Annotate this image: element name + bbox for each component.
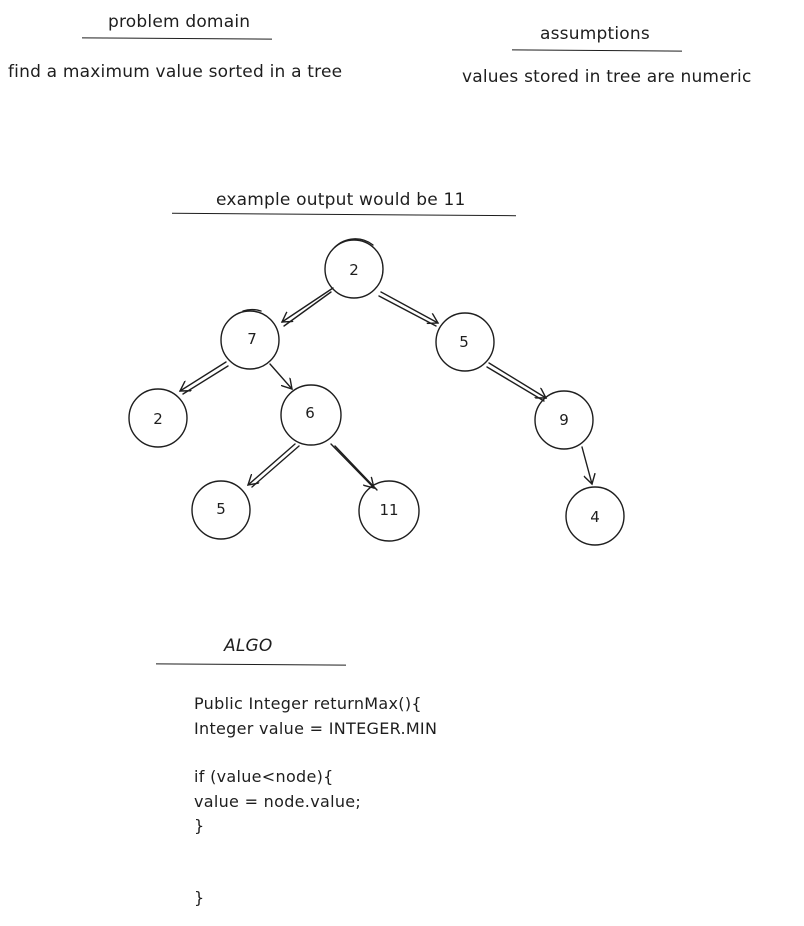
tree-node-6-circle (280, 384, 342, 446)
edge-6-5 (248, 443, 300, 488)
heading-problem-domain: problem domain (108, 12, 251, 32)
tree-node-7: 7 (247, 330, 257, 348)
tree-node-5b: 5 (216, 500, 226, 518)
tree-node-5b-circle (191, 480, 251, 540)
code-line-4: value = node.value; (194, 792, 362, 811)
code-line-3: if (value<node){ (194, 767, 334, 786)
problem-description: find a maximum value sorted in a tree (8, 62, 343, 82)
heading-example: example output would be 11 (216, 190, 466, 210)
edge-7-2 (180, 361, 229, 395)
edge-9-4 (581, 446, 592, 484)
edge-7-6 (269, 363, 292, 389)
heading-assumptions: assumptions (540, 24, 650, 44)
edge-5-9 (486, 362, 546, 402)
tree-node-2-circle (128, 388, 188, 448)
tree-node-5a-circle (435, 312, 495, 372)
assumption-description: values stored in tree are numeric (462, 67, 752, 87)
tree-node-root-circle (324, 239, 384, 299)
tree-node-5a: 5 (459, 333, 469, 351)
heading-algo: ALGO (224, 636, 273, 656)
tree-node-11: 11 (379, 501, 398, 519)
tree-node-11-circle (358, 480, 420, 542)
tree-node-7-circle (220, 310, 280, 370)
tree-node-6: 6 (305, 404, 315, 422)
tree-node-root: 2 (349, 261, 359, 279)
tree-node-4-circle (565, 486, 625, 546)
code-line-5: } (194, 816, 205, 835)
tree-node-2: 2 (153, 410, 163, 428)
edge-6-11 (330, 443, 378, 491)
tree-node-9: 9 (559, 411, 569, 429)
code-line-2: Integer value = INTEGER.MIN (194, 719, 438, 738)
edge-root-5 (378, 291, 438, 327)
tree-node-4: 4 (590, 508, 600, 526)
edge-root-7 (282, 287, 334, 327)
code-line-6: } (194, 888, 205, 907)
tree-node-9-circle (534, 390, 594, 450)
code-line-1: Public Integer returnMax(){ (194, 694, 422, 713)
